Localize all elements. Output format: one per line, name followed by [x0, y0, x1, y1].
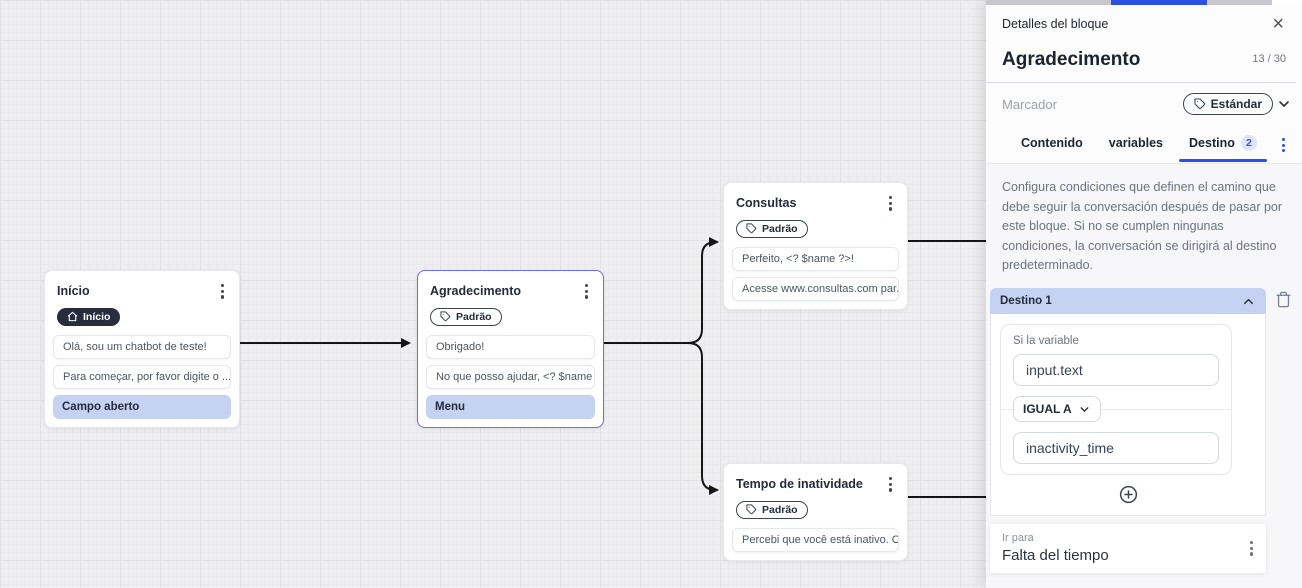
destination-card-body: Si la variable input.text IGUAL A inacti… — [990, 314, 1266, 517]
tab-variables[interactable]: variables — [1108, 136, 1164, 151]
node-tempo-inatividade[interactable]: Tempo de inatividade Padrão Percebi que … — [723, 463, 908, 561]
tag-icon — [746, 223, 757, 234]
node-agradecimento[interactable]: Agradecimento Padrão Obrigado! No que po… — [417, 270, 604, 428]
destination-card: Destino 1 Si la variable input.text IGUA… — [990, 288, 1291, 517]
padrao-badge: Padrão — [430, 307, 502, 326]
destination-card-header[interactable]: Destino 1 — [990, 288, 1266, 315]
padrao-badge: Padrão — [736, 500, 808, 519]
goto-menu-button[interactable] — [1247, 538, 1256, 559]
marker-tag-pill[interactable]: Estándar — [1182, 93, 1273, 115]
value-input[interactable]: inactivity_time — [1013, 432, 1219, 465]
tag-icon — [440, 311, 451, 322]
operator-select[interactable]: IGUAL A — [1013, 396, 1101, 423]
plus-circle-icon — [1119, 486, 1137, 504]
chevron-down-icon[interactable] — [1276, 96, 1292, 112]
node-title: Consultas — [736, 196, 797, 211]
node-title: Início — [57, 284, 90, 299]
node-action-item[interactable]: Menu — [426, 394, 595, 419]
node-message[interactable]: Olá, sou um chatbot de teste! — [53, 334, 231, 359]
add-condition-button[interactable] — [1118, 484, 1139, 505]
delete-destination-button[interactable] — [1275, 291, 1292, 313]
node-menu-button[interactable] — [886, 193, 895, 214]
goto-value: Falta del tiempo — [1002, 547, 1109, 565]
panel-tabs: Contenido variables Destino 2 — [986, 115, 1302, 165]
chevron-up-icon[interactable] — [1241, 294, 1256, 309]
block-details-panel: Detalles del bloque × Agradecimento 13 /… — [986, 0, 1302, 588]
block-name-input[interactable]: Agradecimento — [1002, 49, 1141, 70]
destination-description: Configura condiciones que definen el cam… — [1002, 180, 1283, 272]
tag-icon — [746, 504, 757, 515]
variable-input[interactable]: input.text — [1013, 354, 1219, 387]
home-icon — [67, 311, 78, 322]
node-consultas[interactable]: Consultas Padrão Perfeito, <? $name ?>! … — [723, 182, 908, 310]
top-tab-strip — [986, 0, 1302, 5]
trash-icon — [1276, 292, 1291, 308]
node-message[interactable]: Percebi que você está inativo. C... — [732, 527, 899, 552]
active-tab-edge — [1111, 0, 1207, 5]
title-underline — [986, 82, 1296, 83]
marker-label: Marcador — [1002, 96, 1057, 112]
tabs-more-button[interactable] — [1279, 128, 1288, 163]
node-title: Agradecimento — [430, 284, 521, 299]
start-badge: Início — [57, 307, 121, 326]
close-icon[interactable]: × — [1272, 13, 1284, 35]
condition-label: Si la variable — [1013, 335, 1079, 348]
tag-icon — [1194, 98, 1205, 110]
node-message[interactable]: Perfeito, <? $name ?>! — [732, 246, 899, 271]
node-message[interactable]: Para começar, por favor digite o ... — [53, 364, 231, 389]
panel-corner — [1272, 0, 1302, 5]
node-message[interactable]: Acesse www.consultas.com par... — [732, 276, 899, 301]
goto-label: Ir para — [1002, 532, 1034, 545]
goto-card[interactable]: Ir para Falta del tiempo — [990, 524, 1266, 574]
node-menu-button[interactable] — [886, 474, 895, 495]
char-counter: 13 / 30 — [1252, 53, 1286, 65]
tab-contenido[interactable]: Contenido — [1021, 136, 1083, 151]
node-menu-button[interactable] — [218, 281, 227, 302]
padrao-badge: Padrão — [736, 219, 808, 238]
tab-destino[interactable]: Destino 2 — [1176, 130, 1270, 163]
node-message[interactable]: Obrigado! — [426, 334, 595, 359]
destino-tab-content: Configura condiciones que definen el cam… — [986, 164, 1302, 588]
node-message[interactable]: No que posso ajudar, <? $name ... — [426, 364, 595, 389]
marker-tag-select[interactable]: Estándar — [1182, 93, 1292, 115]
condition-card: Si la variable input.text IGUAL A inacti… — [1000, 324, 1232, 476]
node-inicio[interactable]: Início Início Olá, sou um chatbot de tes… — [44, 270, 240, 428]
destino-count-badge: 2 — [1240, 135, 1257, 152]
chevron-down-icon — [1080, 406, 1089, 412]
node-title: Tempo de inatividade — [736, 477, 863, 492]
node-action-item[interactable]: Campo aberto — [53, 394, 231, 419]
panel-title: Detalles del bloque — [1002, 17, 1109, 31]
node-menu-button[interactable] — [582, 281, 591, 302]
